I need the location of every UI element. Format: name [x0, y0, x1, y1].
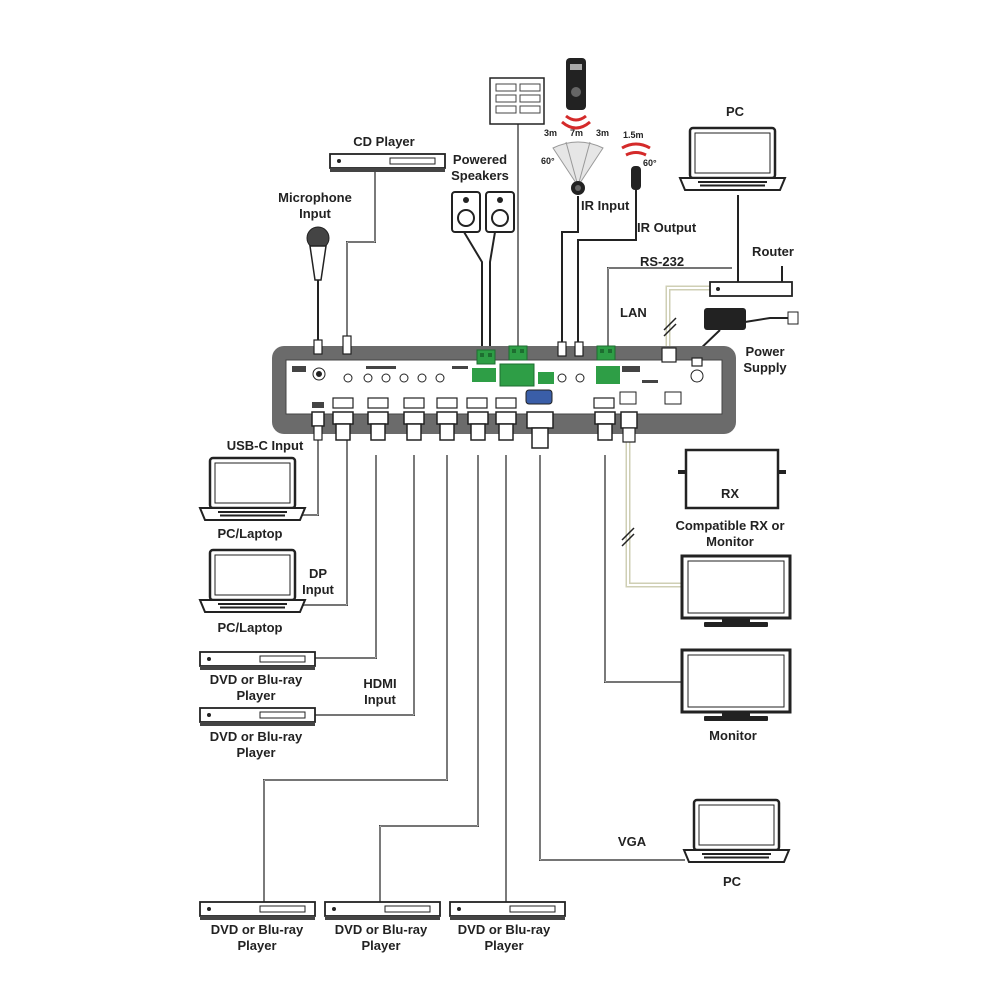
- pc-laptop-2-device: [198, 548, 307, 614]
- ir-range-angle: 60°: [541, 156, 555, 166]
- power-supply-device: [704, 308, 799, 330]
- dvd-5-device: [449, 901, 566, 921]
- rx-device: [678, 448, 786, 510]
- label-dvd-5: DVD or Blu-ray Player: [457, 922, 551, 953]
- label-pc-laptop-1: PC/Laptop: [217, 526, 283, 541]
- dvd-1-device: [199, 651, 316, 671]
- label-rs232: RS-232: [640, 254, 685, 269]
- label-pc-laptop-2: PC/Laptop: [217, 620, 283, 635]
- label-cd-player: CD Player: [353, 134, 415, 149]
- ir-receiver-range: [552, 141, 604, 195]
- label-hdmi-input: HDMI Input: [363, 676, 397, 707]
- dvd-3-device: [199, 901, 316, 921]
- ir-out-distance: 1.5m: [623, 130, 644, 140]
- label-lan: LAN: [620, 305, 647, 320]
- label-ir-input: IR Input: [581, 198, 630, 213]
- label-compatible-rx: Compatible RX or Monitor: [675, 518, 785, 549]
- router-device: [709, 266, 793, 297]
- label-rx: RX: [720, 486, 740, 501]
- label-dp-input: DP Input: [302, 566, 334, 597]
- ir-out-angle: 60°: [643, 158, 657, 168]
- compatible-monitor-device: [680, 554, 792, 629]
- dvd-2-device: [199, 707, 316, 727]
- label-router: Router: [752, 244, 794, 259]
- cd-player-device: [329, 153, 446, 173]
- dvd-4-device: [324, 901, 441, 921]
- ir-range-right: 3m: [596, 128, 610, 138]
- label-ir-output: IR Output: [637, 220, 697, 235]
- label-usbc-input: USB-C Input: [226, 438, 304, 453]
- label-pc-bottom: PC: [722, 874, 742, 889]
- label-dvd-4: DVD or Blu-ray Player: [334, 922, 428, 953]
- powered-speakers-device: [451, 191, 515, 233]
- pc-bottom-device: [682, 798, 791, 864]
- ir-remote-device: [561, 58, 591, 130]
- cable-group: [263, 122, 795, 902]
- control-keypad-device: [489, 77, 545, 125]
- ir-emitter-device: [621, 142, 651, 190]
- label-powered-speakers: Powered Speakers: [451, 152, 509, 183]
- label-dvd-1: DVD or Blu-ray Player: [209, 672, 303, 703]
- label-microphone-input: Microphone Input: [278, 190, 352, 221]
- top-plugs: [313, 335, 703, 367]
- monitor-device: [680, 648, 792, 723]
- label-monitor: Monitor: [709, 728, 757, 743]
- ir-range-center: 7m: [570, 128, 584, 138]
- pc-top-device: [678, 126, 787, 192]
- bottom-plugs: [311, 411, 638, 449]
- label-dvd-3: DVD or Blu-ray Player: [210, 922, 304, 953]
- label-power-supply: Power Supply: [743, 344, 787, 375]
- pc-laptop-1-device: [198, 456, 307, 522]
- ir-range-left: 3m: [544, 128, 558, 138]
- matrix-switcher-device: [272, 346, 736, 434]
- microphone-device: [306, 226, 330, 281]
- label-dvd-2: DVD or Blu-ray Player: [209, 729, 303, 760]
- label-vga: VGA: [617, 834, 647, 849]
- label-pc-top: PC: [725, 104, 745, 119]
